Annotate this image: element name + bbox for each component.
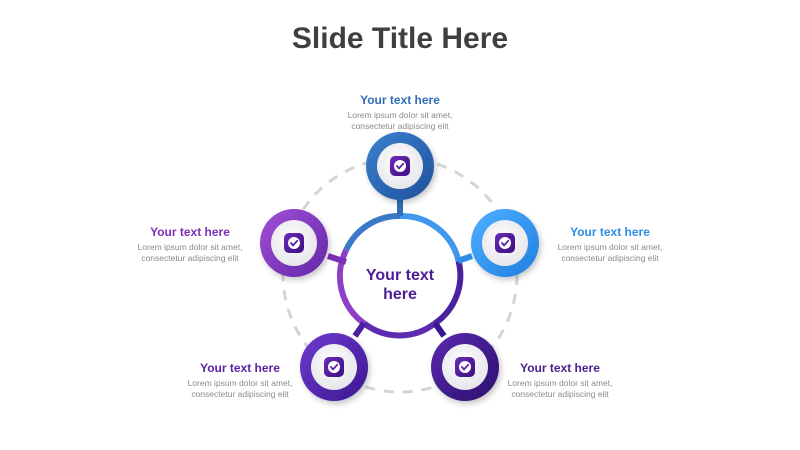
- item-body: Lorem ipsum dolor sit amet, consectetur …: [470, 378, 650, 400]
- check-badge-icon: [283, 232, 305, 254]
- ring-arc-right: [399, 212, 462, 262]
- check-badge-icon: [494, 232, 516, 254]
- text-block-left: Your text here Lorem ipsum dolor sit ame…: [100, 225, 280, 264]
- text-block-bottom-right: Your text here Lorem ipsum dolor sit ame…: [470, 361, 650, 400]
- item-body-line1: Lorem ipsum dolor sit amet,: [347, 110, 453, 120]
- item-body: Lorem ipsum dolor sit amet, consectetur …: [100, 242, 280, 264]
- item-heading: Your text here: [200, 361, 280, 375]
- item-body-line1: Lorem ipsum dolor sit amet,: [507, 378, 613, 388]
- connector-bottom-right: [432, 321, 447, 338]
- item-body-line1: Lorem ipsum dolor sit amet,: [557, 242, 663, 252]
- center-disk: [345, 220, 455, 330]
- ring-arc-top: [343, 212, 401, 252]
- center-label-line2: here: [383, 286, 417, 303]
- item-body: Lorem ipsum dolor sit amet, consectetur …: [150, 378, 330, 400]
- text-block-bottom-left: Your text here Lorem ipsum dolor sit ame…: [150, 361, 330, 400]
- item-body-line2: consectetur adipiscing elit: [351, 121, 449, 131]
- text-block-top: Your text here Lorem ipsum dolor sit ame…: [310, 93, 490, 132]
- connector-left: [327, 253, 347, 265]
- item-heading: Your text here: [150, 225, 230, 239]
- item-heading: Your text here: [360, 93, 440, 107]
- item-heading: Your text here: [520, 361, 600, 375]
- item-heading: Your text here: [570, 225, 650, 239]
- slide-title: Slide Title Here: [291, 22, 509, 55]
- item-body-line2: consectetur adipiscing elit: [511, 389, 609, 399]
- ring-arc-bottom-right: [433, 260, 464, 326]
- connectors: [327, 200, 474, 338]
- item-body: Lorem ipsum dolor sit amet, consectetur …: [310, 110, 490, 132]
- item-body-line1: Lorem ipsum dolor sit amet,: [187, 378, 293, 388]
- connector-bottom-left: [352, 321, 367, 338]
- item-body: Lorem ipsum dolor sit amet, consectetur …: [520, 242, 700, 264]
- ring-arc-bottom: [362, 320, 437, 339]
- text-block-right: Your text here Lorem ipsum dolor sit ame…: [520, 225, 700, 264]
- item-body-line1: Lorem ipsum dolor sit amet,: [137, 242, 243, 252]
- center-label-line1: Your text: [365, 267, 435, 284]
- item-body-line2: consectetur adipiscing elit: [561, 253, 659, 263]
- connector-right: [456, 253, 474, 264]
- item-body-line2: consectetur adipiscing elit: [141, 253, 239, 263]
- item-body-line2: consectetur adipiscing elit: [191, 389, 289, 399]
- center-label: Your text here: [340, 266, 460, 304]
- check-badge-icon: [389, 155, 411, 177]
